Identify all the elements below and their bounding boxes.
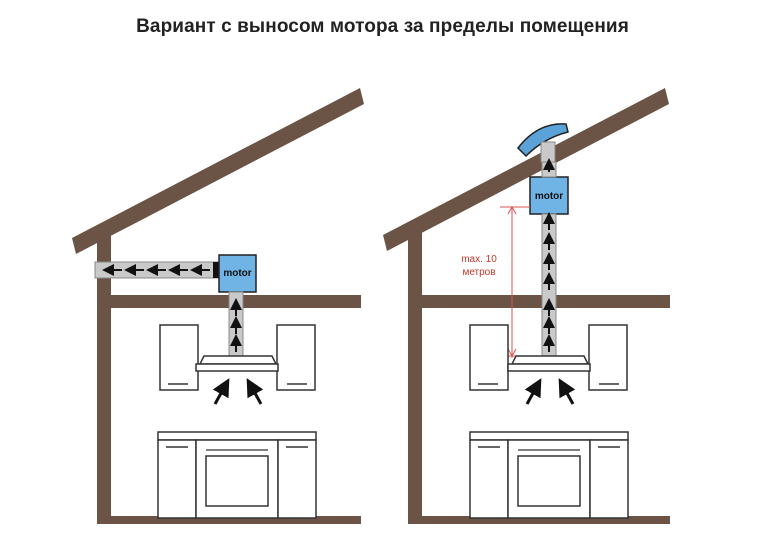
- left-base-cabinet-left: [157, 439, 197, 519]
- right-base-cabinet-left: [469, 439, 509, 519]
- left-scheme: motor: [72, 88, 364, 524]
- right-airflow-arrows: [524, 378, 576, 405]
- right-motor-label: motor: [535, 191, 563, 202]
- left-base-cabinet-right: [277, 439, 317, 519]
- diagram-title: Вариант с выносом мотора за пределы поме…: [136, 16, 629, 37]
- right-distance-label-line1: max. 10: [461, 254, 497, 265]
- left-motor-label: motor: [223, 268, 251, 279]
- left-roof: [72, 88, 364, 254]
- right-roof-cap: [517, 123, 569, 163]
- right-oven-door: [517, 455, 581, 507]
- right-hood-base: [507, 363, 591, 372]
- left-upper-cabinet-right: [276, 324, 316, 391]
- right-base-cabinet-right: [589, 439, 629, 519]
- right-scheme: motor max. 10 метров: [383, 88, 670, 524]
- right-upper-cabinet-left: [469, 324, 509, 391]
- right-distance-label-line2: метров: [462, 267, 495, 278]
- left-duct-flange: [213, 262, 219, 278]
- left-floor: [97, 516, 361, 524]
- right-hood-canopy: [510, 355, 590, 365]
- right-floor: [408, 516, 670, 524]
- right-roof: [383, 88, 669, 251]
- right-wall: [408, 232, 422, 524]
- left-hood-base: [195, 363, 279, 372]
- right-motor-box: [529, 176, 569, 215]
- right-ceiling: [408, 295, 670, 308]
- left-hood-canopy: [198, 355, 278, 365]
- left-airflow-arrows: [212, 378, 264, 405]
- left-counter: [157, 431, 317, 441]
- right-counter: [469, 431, 629, 441]
- left-upper-cabinet-left: [159, 324, 199, 391]
- left-oven-door: [205, 455, 269, 507]
- right-upper-cabinet-right: [588, 324, 628, 391]
